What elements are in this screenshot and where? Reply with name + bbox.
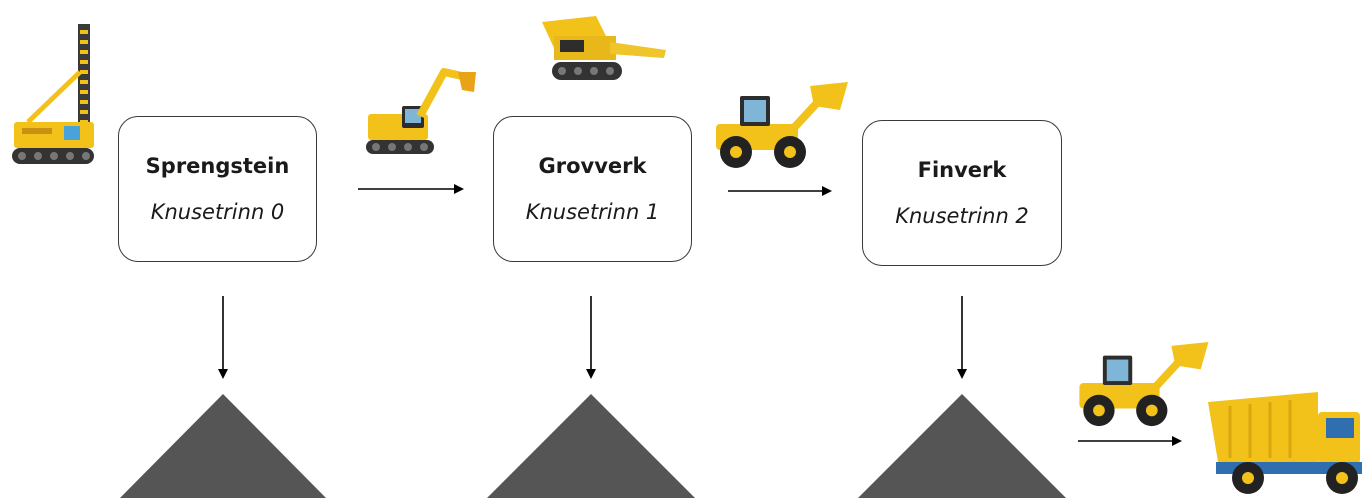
stage-subtitle: Knusetrinn 0 <box>150 200 285 224</box>
wheel-loader-icon <box>1079 341 1209 427</box>
stage-title: Finverk <box>917 158 1007 182</box>
stage-box-grovverk: Grovverk Knusetrinn 1 <box>493 116 692 262</box>
excavator-icon <box>366 68 476 154</box>
stage-subtitle: Knusetrinn 1 <box>525 200 660 224</box>
stage-box-finverk: Finverk Knusetrinn 2 <box>862 120 1062 266</box>
stage-title: Grovverk <box>538 154 647 178</box>
stage-box-sprengstein: Sprengstein Knusetrinn 0 <box>118 116 317 262</box>
stockpile-1 <box>487 394 695 498</box>
stockpile-2 <box>858 394 1066 498</box>
wheel-loader-icon <box>716 82 848 168</box>
stage-subtitle: Knusetrinn 2 <box>895 204 1029 228</box>
stockpile-0 <box>120 394 326 498</box>
mobile-crusher-icon <box>542 16 666 80</box>
drill-rig-icon <box>12 24 94 164</box>
stage-title: Sprengstein <box>145 154 290 178</box>
dump-truck-icon <box>1208 392 1362 494</box>
